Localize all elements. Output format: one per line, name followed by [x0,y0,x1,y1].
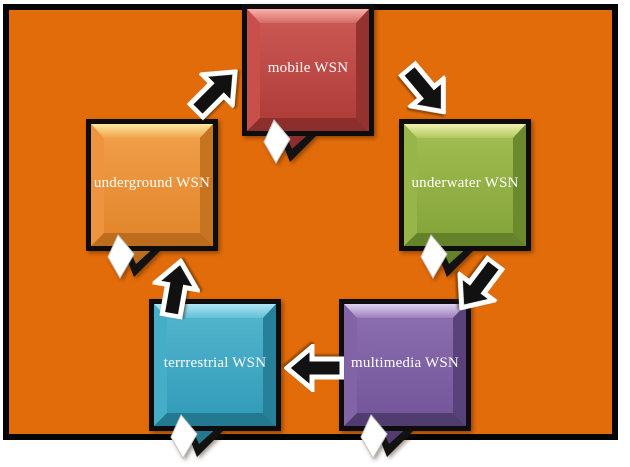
node-terrestrial-wsn: terrrestrial WSN [147,297,283,467]
arrow-multimedia-to-terrestrial-icon [284,344,344,392]
node-multimedia-wsn: multimedia WSN [337,297,473,467]
callout-bubble-teal-icon [149,299,281,459]
node-underground-wsn: underground WSN [84,117,220,289]
node-underwater-wsn: underwater WSN [397,117,533,289]
node-underground-wsn-label: underground WSN [93,175,211,191]
arrow-underground-to-mobile-icon [178,53,254,129]
node-multimedia-wsn-label: multimedia WSN [351,355,459,371]
arrow-terrestrial-to-underground-icon [147,254,205,321]
node-terrestrial-wsn-label: terrrestrial WSN [163,355,267,371]
callout-bubble-orange-icon [86,119,218,279]
node-underwater-wsn-label: underwater WSN [411,175,519,191]
node-mobile-wsn-label: mobile WSN [267,60,349,76]
node-mobile-wsn: mobile WSN [240,2,376,174]
arrow-mobile-to-underwater-icon [388,53,463,130]
arrow-underwater-to-multimedia-icon [441,248,515,325]
callout-bubble-green-icon [399,119,531,279]
callout-bubble-purple-icon [339,299,471,459]
callout-bubble-red-icon [242,4,374,164]
